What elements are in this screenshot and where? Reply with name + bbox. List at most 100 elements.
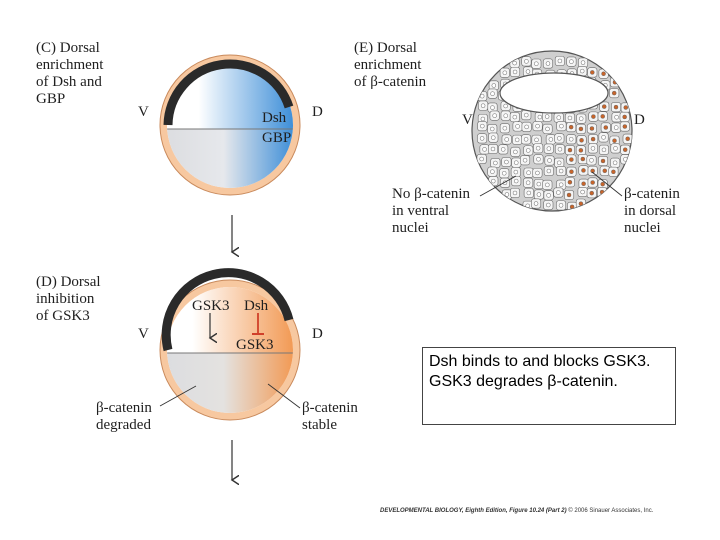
- gsk3-label-center: GSK3: [236, 337, 274, 353]
- dorsal-nucleus: [601, 147, 607, 153]
- ventral-nucleus: [504, 192, 510, 197]
- ventral-nucleus: [558, 168, 564, 174]
- beta-catenin-dorsal-label: β-catenin in dorsal nuclei: [624, 186, 680, 236]
- ventral-nucleus: [546, 202, 551, 208]
- ventral-nucleus: [536, 181, 542, 187]
- ventral-nucleus: [490, 105, 495, 110]
- ventral-nucleus: [526, 190, 532, 196]
- ventral-nucleus: [479, 136, 485, 141]
- dorsal-nucleus: [581, 181, 586, 187]
- dorsal-nucleus: [589, 126, 595, 131]
- dorsal-nucleus: [591, 114, 596, 119]
- gsk3-label-left: GSK3: [192, 298, 230, 314]
- ventral-nucleus: [533, 201, 539, 206]
- ventral-nucleus: [514, 160, 519, 165]
- panel-c-title: (C) Dorsal enrichment of Dsh and GBP: [36, 40, 104, 107]
- ventral-nucleus: [556, 115, 561, 120]
- dorsal-nucleus: [590, 146, 596, 151]
- dorsal-nucleus: [613, 104, 619, 110]
- panel-c-dsh-label: Dsh: [262, 110, 287, 126]
- ventral-nucleus: [480, 123, 485, 129]
- figure-credit: DEVELOPMENTAL BIOLOGY, Eighth Edition, F…: [380, 508, 653, 514]
- dorsal-nucleus: [600, 158, 606, 164]
- dorsal-nucleus: [603, 125, 609, 130]
- ventral-nucleus: [502, 70, 508, 76]
- dorsal-nucleus: [602, 168, 608, 174]
- ventral-nucleus: [490, 91, 495, 96]
- dorsal-nucleus: [611, 90, 617, 96]
- ventral-nucleus: [479, 93, 485, 99]
- dorsal-nucleus: [623, 105, 629, 110]
- dorsal-nucleus: [601, 104, 607, 109]
- leader-degraded: [159, 385, 197, 407]
- ventral-nucleus: [500, 147, 506, 152]
- panel-d-title: (D) Dorsal inhibition of GSK3: [36, 274, 101, 324]
- dorsal-nucleus: [611, 169, 616, 175]
- ventral-nucleus: [535, 123, 540, 129]
- dorsal-nucleus: [581, 168, 586, 173]
- dorsal-nucleus: [614, 115, 619, 120]
- dorsal-nucleus: [600, 181, 605, 187]
- dorsal-nucleus: [568, 137, 574, 142]
- ventral-nucleus: [512, 69, 518, 75]
- ventral-nucleus: [482, 147, 487, 152]
- leader-ventral-nuclei: [479, 175, 517, 197]
- panel-d-dorsal-label: D: [312, 326, 323, 342]
- panel-e-ventral-label: V: [462, 112, 473, 128]
- ventral-nucleus: [491, 178, 496, 184]
- ventral-nucleus: [493, 160, 498, 166]
- dorsal-nucleus: [569, 169, 574, 174]
- ventral-nucleus: [534, 137, 539, 143]
- ventral-nucleus: [512, 60, 517, 66]
- dorsal-nucleus: [580, 156, 586, 162]
- dorsal-nucleus: [590, 70, 595, 75]
- dorsal-nucleus: [590, 180, 595, 185]
- dorsal-nucleus: [625, 136, 630, 142]
- ventral-nucleus: [578, 116, 584, 121]
- ventral-nucleus: [491, 83, 497, 88]
- ventral-nucleus: [558, 203, 564, 208]
- ventral-nucleus: [557, 136, 562, 141]
- ventral-nucleus: [567, 115, 573, 121]
- ventral-nucleus: [545, 126, 550, 132]
- dorsal-nucleus: [567, 147, 573, 153]
- embryo-c: [159, 54, 301, 196]
- dorsal-nucleus: [580, 189, 585, 195]
- ventral-nucleus: [525, 69, 531, 74]
- dorsal-nucleus: [613, 146, 618, 151]
- ventral-nucleus: [536, 192, 542, 197]
- ventral-nucleus: [569, 59, 574, 64]
- explanation-text: Dsh binds to and blocks GSK3. GSK3 degra…: [429, 353, 651, 390]
- ventral-nucleus: [556, 160, 562, 166]
- leader-stable: [267, 383, 301, 409]
- ventral-nucleus: [579, 68, 585, 74]
- ventral-nucleus: [522, 157, 528, 163]
- ventral-nucleus: [546, 168, 552, 174]
- ventral-nucleus: [490, 169, 495, 174]
- cortex-arc-c: [163, 59, 294, 126]
- ventral-nucleus: [513, 169, 519, 175]
- ventral-nucleus: [534, 61, 539, 66]
- ventral-nucleus: [490, 146, 496, 152]
- dorsal-nucleus: [566, 192, 572, 198]
- dorsal-nucleus: [600, 114, 605, 119]
- embryo-e: [471, 50, 633, 212]
- ventral-nucleus: [480, 103, 486, 108]
- ventral-nucleus: [524, 124, 529, 130]
- panel-c-dorsal-label: D: [312, 104, 323, 120]
- ventral-nucleus: [502, 125, 508, 131]
- embryo-d: [159, 268, 301, 421]
- ventral-nucleus: [535, 170, 540, 176]
- dorsal-nucleus: [612, 138, 617, 143]
- ventral-nucleus: [489, 126, 495, 132]
- ventral-nucleus: [513, 149, 518, 155]
- ventral-nucleus: [536, 157, 541, 162]
- blastocoel: [499, 72, 609, 114]
- ventral-nucleus: [557, 58, 563, 64]
- dorsal-nucleus: [622, 124, 628, 129]
- ventral-nucleus: [514, 137, 520, 143]
- dorsal-nucleus: [578, 126, 584, 132]
- ventral-nucleus: [504, 159, 509, 165]
- ventral-nucleus: [491, 135, 496, 140]
- credit-rights: © 2006 Sinauer Associates, Inc.: [568, 508, 654, 514]
